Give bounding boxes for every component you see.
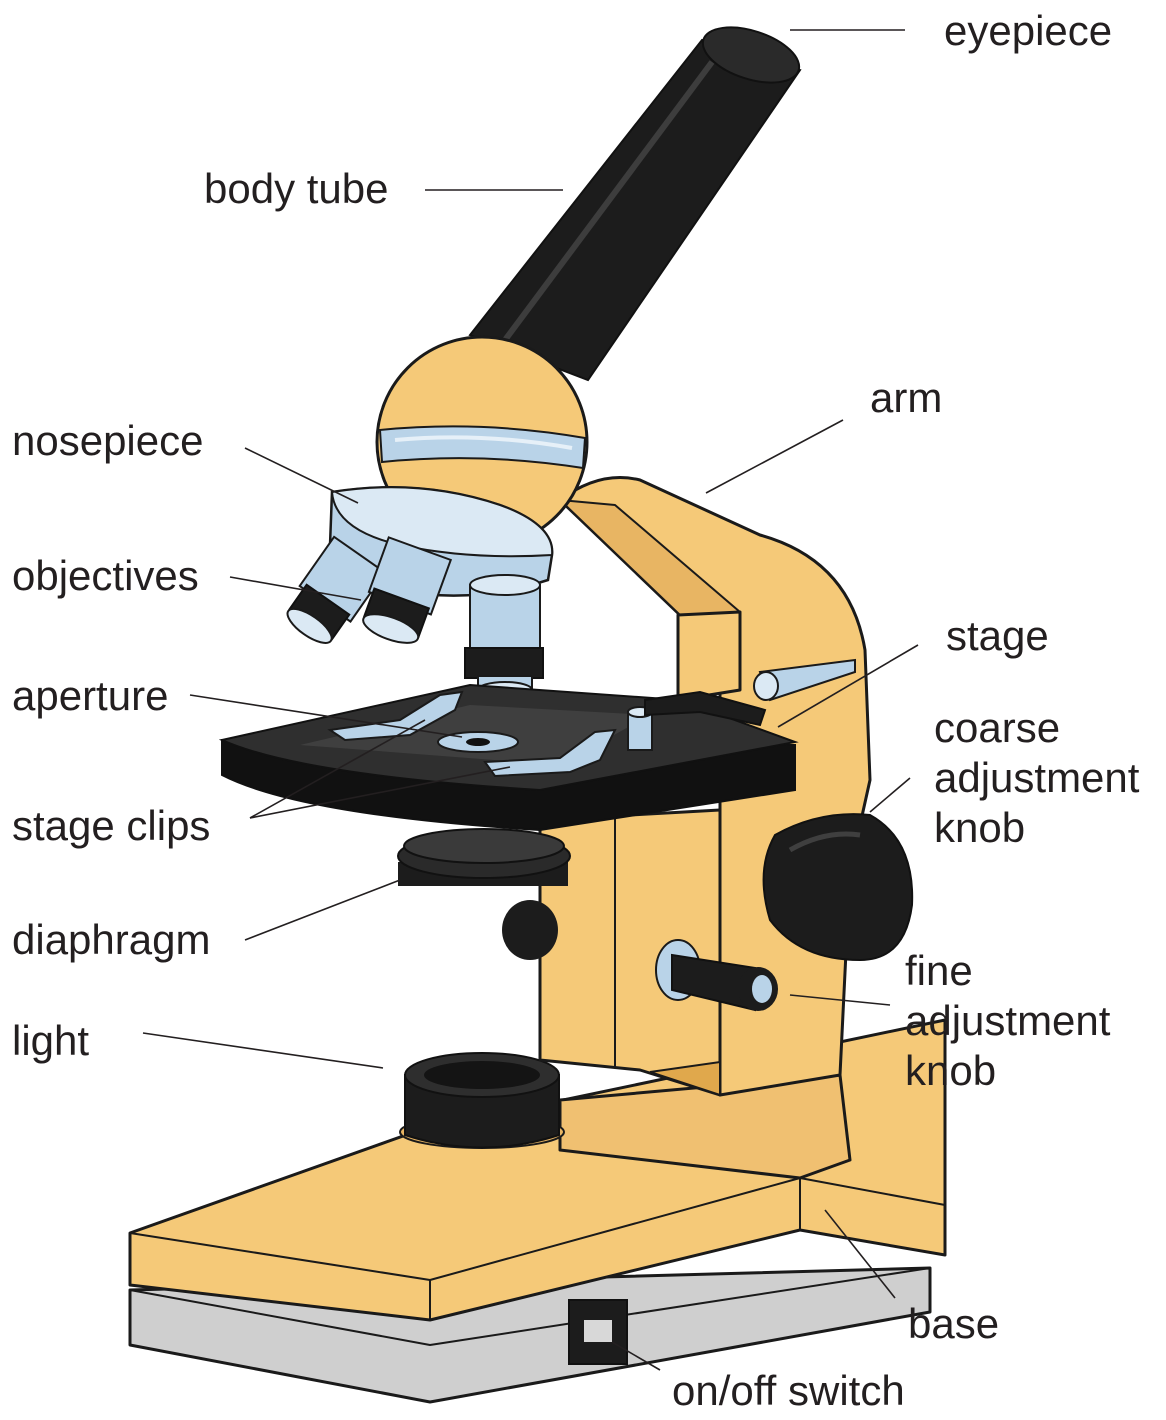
on-off-switch-rocker <box>584 1320 612 1342</box>
diaphragm-ring-top <box>404 829 564 863</box>
stage-drawing <box>222 685 795 830</box>
label-diaphragm: diaphragm <box>12 916 210 963</box>
objective-front[interactable] <box>465 575 543 698</box>
stage-lever-end <box>754 672 778 700</box>
label-switch: on/off switch <box>672 1367 905 1414</box>
leader-arm <box>706 420 843 493</box>
body-tube-drawing <box>470 17 806 380</box>
stage-support <box>678 612 740 700</box>
condenser-knob[interactable] <box>502 900 558 960</box>
label-fine-line2: adjustment <box>905 997 1111 1044</box>
body-tube <box>470 40 800 380</box>
label-arm: arm <box>870 374 942 421</box>
leader-diaphragm <box>245 880 400 940</box>
light-lens <box>424 1061 540 1089</box>
label-coarse-line3: knob <box>934 804 1025 851</box>
label-fine-line1: fine <box>905 947 973 994</box>
label-light: light <box>12 1017 89 1064</box>
leader-light <box>143 1033 383 1068</box>
leader-coarse <box>870 778 910 812</box>
label-base: base <box>908 1300 999 1347</box>
label-fine-line3: knob <box>905 1047 996 1094</box>
label-body-tube: body tube <box>204 165 389 212</box>
label-stage: stage <box>946 612 1049 659</box>
label-stage-clips: stage clips <box>12 802 210 849</box>
label-coarse-line2: adjustment <box>934 754 1140 801</box>
aperture-hole <box>466 738 490 746</box>
label-aperture: aperture <box>12 672 168 719</box>
label-coarse-line1: coarse <box>934 704 1060 751</box>
leader-nosepiece <box>245 448 358 503</box>
label-eyepiece: eyepiece <box>944 7 1112 54</box>
label-nosepiece: nosepiece <box>12 417 203 464</box>
fine-knob-face <box>752 975 772 1003</box>
label-objectives: objectives <box>12 552 199 599</box>
light-drawing <box>400 1053 564 1148</box>
diaphragm-drawing <box>398 829 570 886</box>
